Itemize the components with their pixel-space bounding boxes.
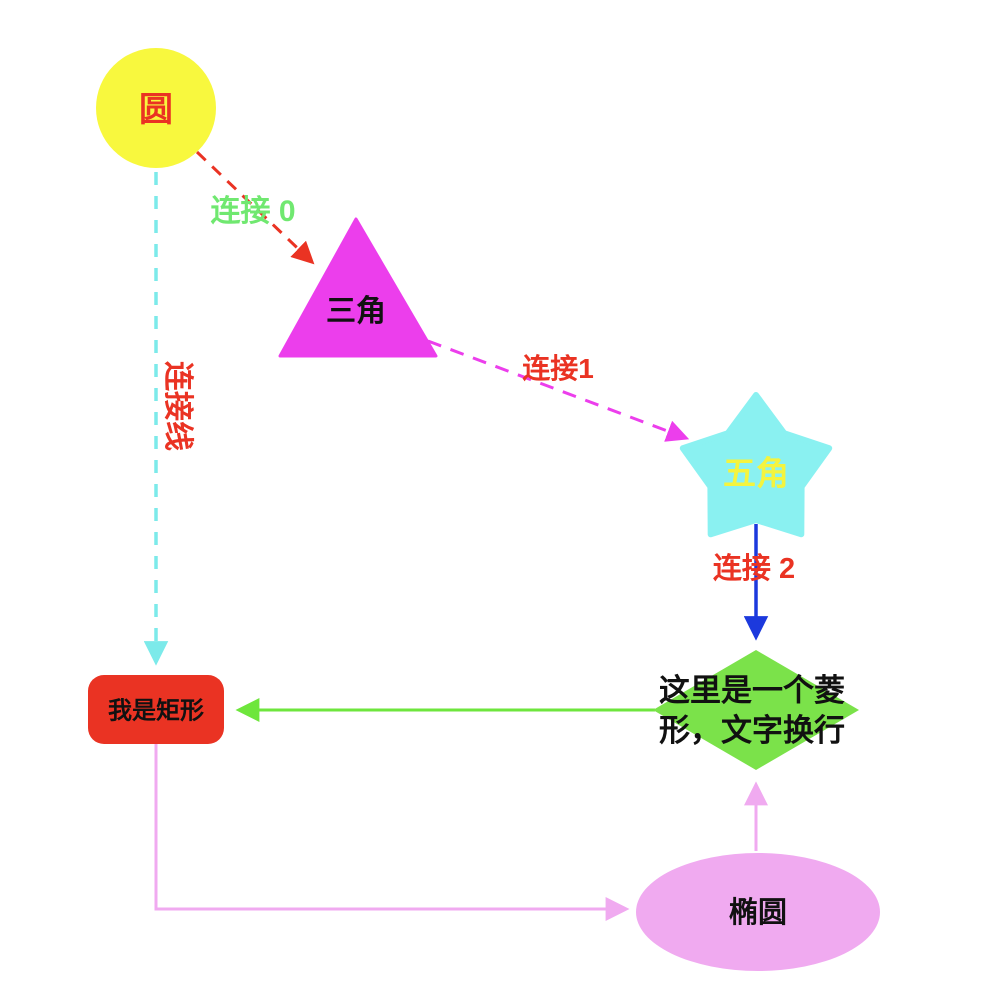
triangle-shape[interactable]: [280, 219, 436, 356]
triangle-outline: [278, 217, 438, 358]
diamond-label-line1: 这里是一个菱: [659, 673, 845, 708]
edge-label-connection-1: 连接1: [522, 353, 594, 384]
edge-rectangle-to-ellipse: [154, 744, 630, 921]
star-shape[interactable]: [682, 395, 830, 535]
node-ellipse[interactable]: 椭圆: [636, 853, 880, 971]
edge-label-connection-0: 连接 0: [210, 195, 295, 228]
edge-circle-to-triangle: [195, 150, 315, 265]
ellipse-label: 椭圆: [729, 896, 787, 929]
rectangle-label: 我是矩形: [108, 698, 204, 725]
star-label: 五角: [723, 455, 789, 492]
edge-label-connection-2: 连接 2: [713, 552, 795, 585]
node-circle[interactable]: 圆: [96, 48, 216, 168]
star-outline: [679, 392, 833, 538]
node-star[interactable]: 五角: [679, 392, 833, 538]
diamond-label-line2: 形，文字换行: [659, 713, 845, 748]
ellipse-shape[interactable]: [636, 853, 880, 971]
node-triangle[interactable]: 三角: [278, 217, 438, 358]
node-rectangle[interactable]: 我是矩形: [88, 675, 224, 744]
triangle-label: 三角: [326, 295, 386, 328]
edge-triangle-to-star: [427, 339, 690, 442]
circle-shape[interactable]: [96, 48, 216, 168]
edge-label-connection-line: 连接线: [161, 361, 194, 451]
diamond-shape[interactable]: [653, 650, 859, 770]
rectangle-shape[interactable]: [88, 675, 224, 744]
node-diamond[interactable]: 这里是一个菱 形，文字换行: [653, 650, 859, 770]
circle-label: 圆: [139, 91, 173, 129]
